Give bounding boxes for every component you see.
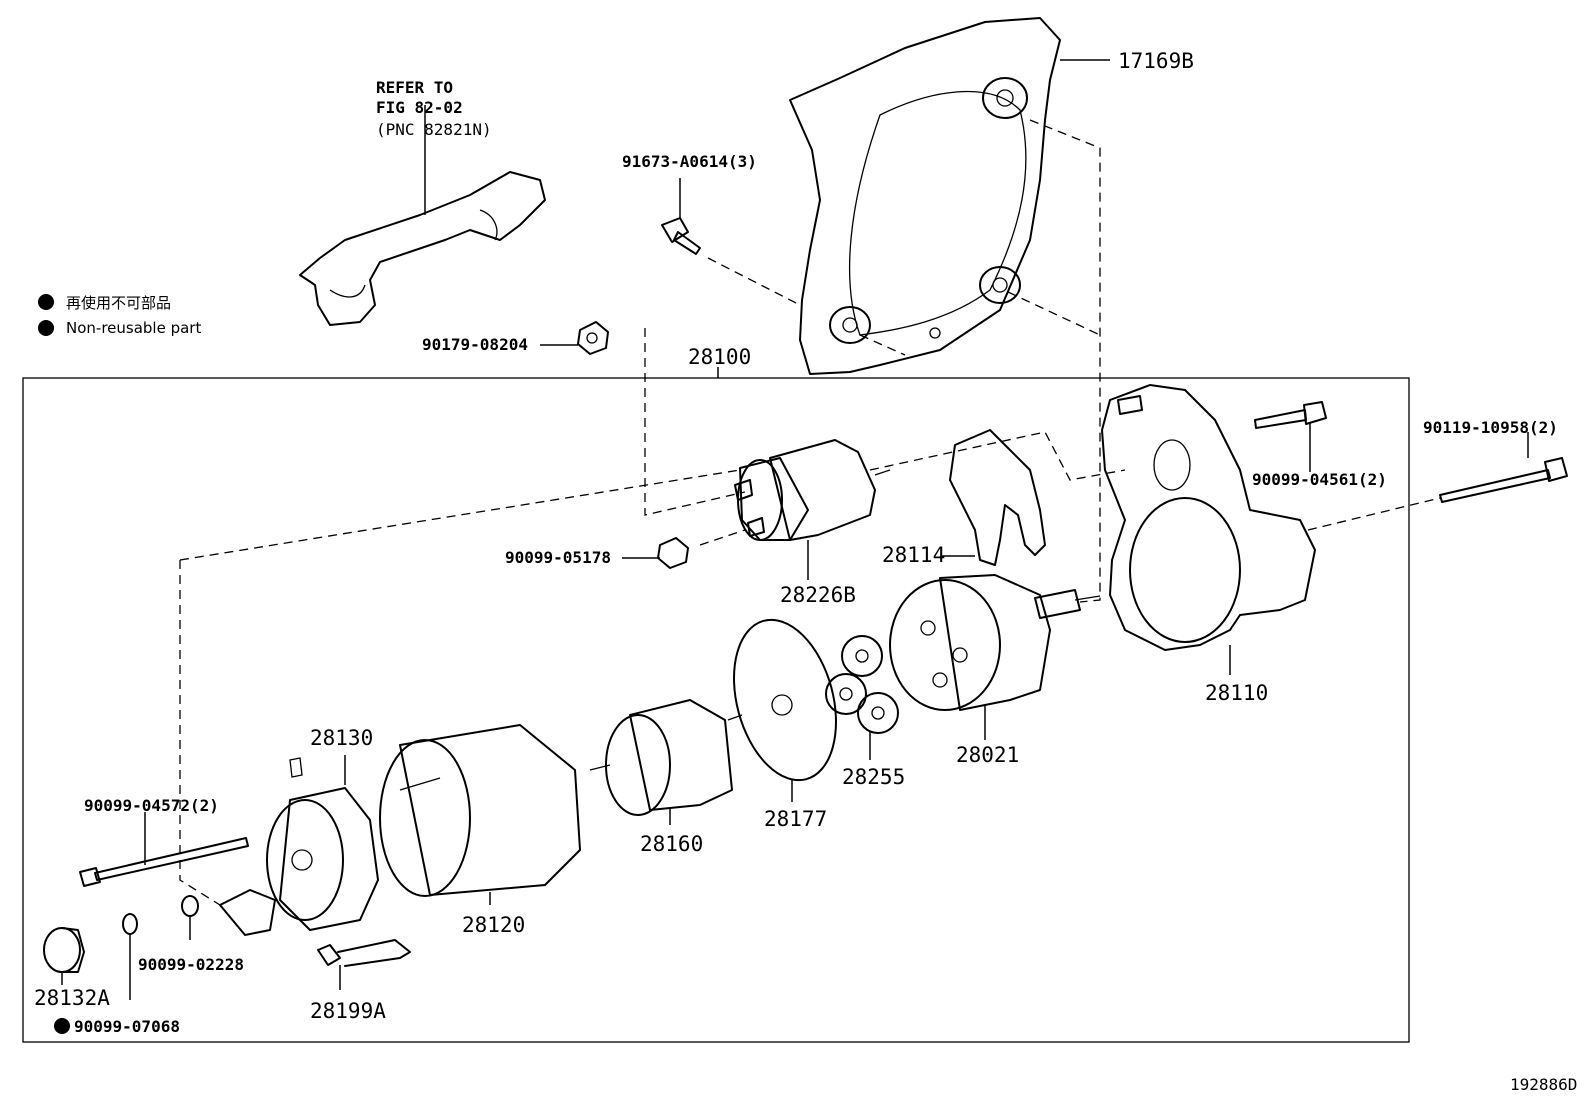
part-28226B-solenoid[interactable] [734, 439, 891, 541]
label-17169B[interactable]: 17169B [1118, 49, 1194, 73]
label-90099-07068[interactable]: 90099-07068 [74, 1017, 180, 1036]
label-28199A[interactable]: 28199A [310, 999, 386, 1023]
assembly-box-28100 [22, 377, 1410, 1043]
part-90099-04572-bolt[interactable] [79, 837, 249, 887]
label-90099-02228[interactable]: 90099-02228 [138, 955, 244, 974]
leader-lines [61, 59, 1529, 1000]
figure-id: 192886D [1510, 1075, 1577, 1094]
part-17169B[interactable] [789, 17, 1061, 375]
legend: 再使用不可部品 Non-reusable part [38, 294, 201, 337]
part-28110-housing[interactable] [1101, 384, 1316, 651]
label-91673[interactable]: 91673-A0614(3) [622, 152, 757, 171]
part-28114-lever[interactable] [949, 429, 1046, 566]
label-28255[interactable]: 28255 [842, 765, 905, 789]
label-28100[interactable]: 28100 [688, 345, 751, 369]
part-28132A-cap[interactable] [43, 927, 85, 973]
legend-japanese: 再使用不可部品 [66, 294, 171, 312]
label-28114[interactable]: 28114 [882, 543, 945, 567]
part-91673-bolt[interactable] [661, 217, 701, 255]
label-90099-04572[interactable]: 90099-04572(2) [84, 796, 219, 815]
part-90099-02228-washer[interactable] [181, 895, 199, 917]
legend-bullet-icon [38, 294, 54, 310]
refer-line2: FIG 82-02 [376, 98, 463, 117]
label-90099-05178[interactable]: 90099-05178 [505, 548, 611, 567]
label-28177[interactable]: 28177 [764, 807, 827, 831]
part-90119-bolt[interactable] [1439, 457, 1568, 503]
label-28120[interactable]: 28120 [462, 913, 525, 937]
part-90099-04561-bolt[interactable] [1254, 401, 1327, 429]
part-90179-nut[interactable] [577, 321, 609, 355]
label-28226B[interactable]: 28226B [780, 583, 856, 607]
part-28160-armature[interactable] [589, 699, 743, 816]
legend-english: Non-reusable part [66, 319, 201, 337]
label-28160[interactable]: 28160 [640, 832, 703, 856]
label-90179[interactable]: 90179-08204 [422, 335, 528, 354]
label-28110[interactable]: 28110 [1205, 681, 1268, 705]
label-90119[interactable]: 90119-10958(2) [1423, 418, 1558, 437]
part-90099-07068-oring[interactable] [122, 913, 138, 935]
label-90099-04561[interactable]: 90099-04561(2) [1252, 470, 1387, 489]
part-28021-clutch[interactable] [889, 574, 1101, 711]
non-reusable-bullet-icon [54, 1018, 70, 1034]
refer-line1: REFER TO [376, 78, 453, 97]
label-28021[interactable]: 28021 [956, 743, 1019, 767]
legend-bullet-icon [38, 320, 54, 336]
part-connector-refer [299, 171, 546, 326]
refer-line3: (PNC 82821N) [376, 120, 492, 139]
part-28177-plate[interactable] [717, 608, 852, 791]
part-28130-endframe[interactable] [219, 757, 379, 936]
part-28255-gears[interactable] [825, 635, 899, 734]
label-28130[interactable]: 28130 [310, 726, 373, 750]
label-28132A[interactable]: 28132A [34, 986, 110, 1010]
part-28199A-lead[interactable] [317, 939, 411, 967]
part-90099-05178-nut[interactable] [657, 537, 689, 569]
part-28120-yoke[interactable] [379, 724, 581, 897]
assembly-dashed-lines [179, 119, 1441, 906]
